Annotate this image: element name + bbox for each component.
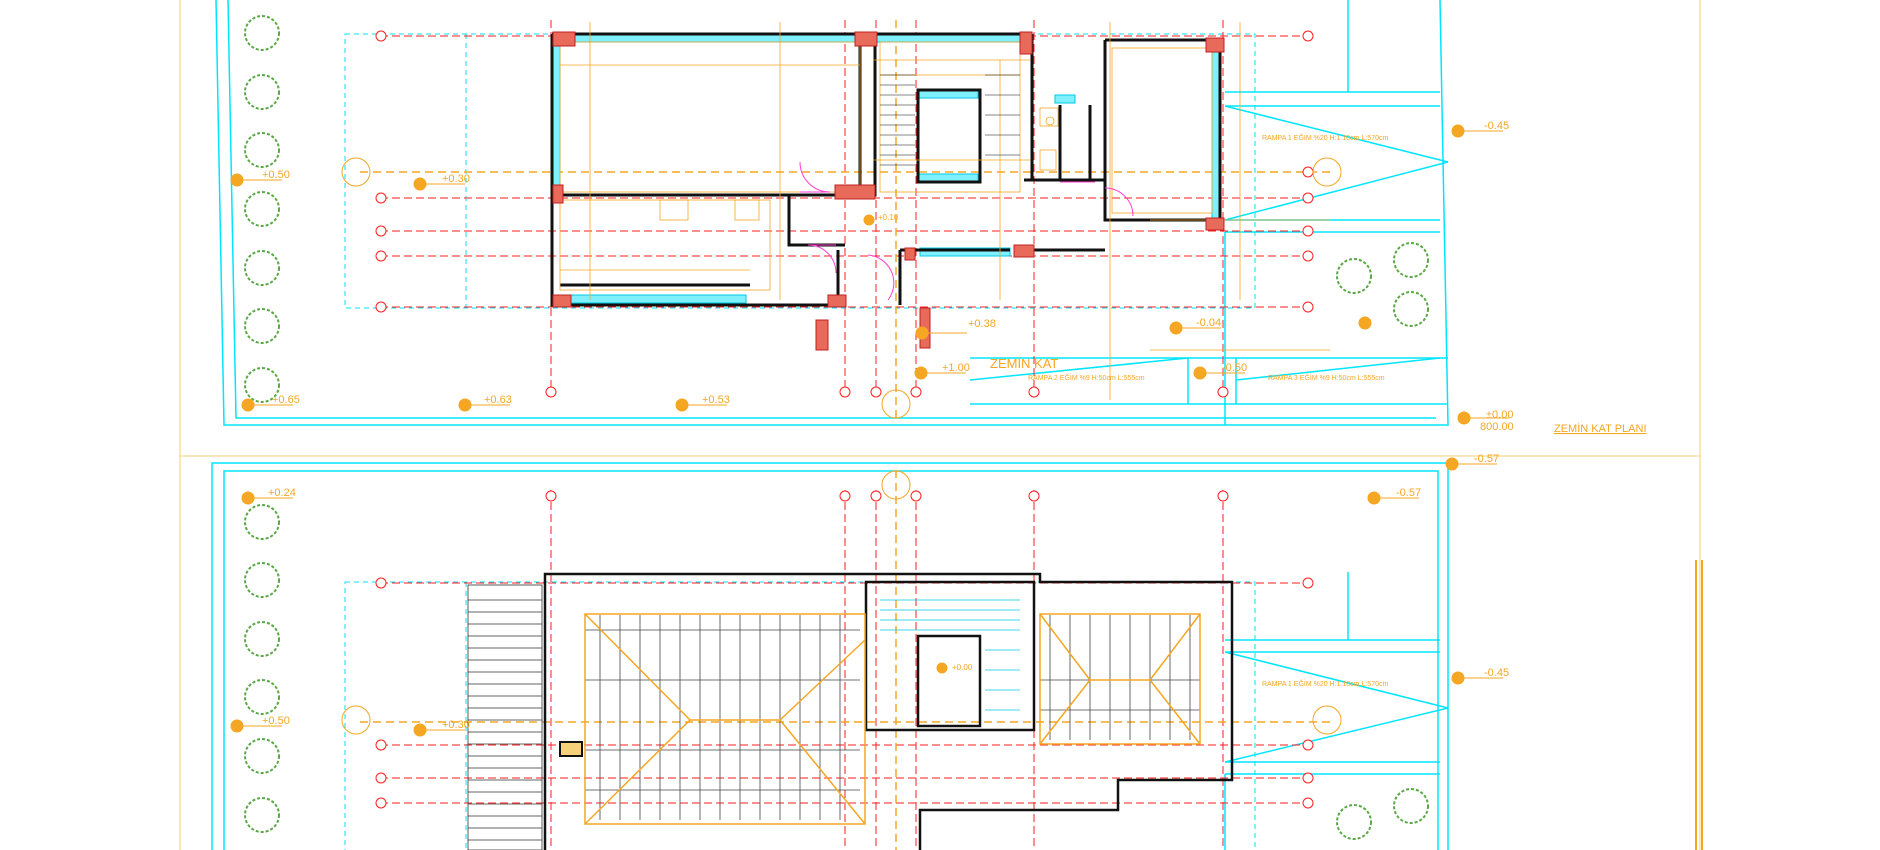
ramp-label-1: RAMPA 1 EĞİM %20 H:1.10cm L:570cm [1262,133,1388,142]
elev-upper-5: +0.30 [442,719,470,731]
elev-upper-0: -0.57 [1474,453,1499,465]
center-axis [360,20,1330,420]
furniture [659,107,1059,221]
elev-upper-2: -0.57 [1396,487,1421,499]
axis-bubbles [375,30,1314,398]
elev-ground-12: +0.10 [878,213,899,222]
trees-upper [244,504,1429,840]
ground-floor-plan-label: ZEMİN KAT PLANI [1554,422,1647,435]
elev-upper-6: +0.00 [952,663,973,672]
ground-floor-title: ZEMİN KAT [990,356,1058,371]
axis-bubbles-upper [375,490,1314,809]
elev-ground-4: +0.63 [484,394,512,406]
door-swings [799,161,1134,301]
elev-ground-10: ±0.00 [1486,409,1513,421]
grid-axes [380,20,1308,390]
elev-ground-9: -0.50 [1222,362,1247,374]
elev-ground-6: +0.38 [968,318,996,330]
roof-outline [543,572,1234,850]
elev-ground-0: +0.50 [262,169,290,181]
setback-line [344,33,1256,309]
stair-core [880,599,1020,711]
ground-floor-labels: ZEMİN KAT ZEMİN KAT PLANI RAMPA 1 EĞİM %… [262,120,1647,435]
elev-ground-8: -0.04 [1196,317,1221,329]
elev-upper-1: +0.24 [268,487,296,499]
windows [551,33,1221,304]
roof-rafters [585,615,1200,820]
elev-ground-1: +0.30 [442,173,470,185]
setback-line-upper [344,581,1256,850]
terrace-hatch [467,584,543,850]
right-edge-marks [1695,560,1703,850]
ramp-label-upper: RAMPA 1 EĞİM %20 H:1.10cm L:570cm [1262,679,1388,688]
elev-upper-4: +0.50 [262,715,290,727]
elevation-markers [230,124,1509,425]
center-axis-upper [360,470,1330,850]
ramp-label-3: RAMPA 3 EĞİM %9 H:50cm L:555cm [1268,373,1385,382]
elev-ground-2: -0.45 [1484,120,1509,132]
ramp-label-2: RAMPA 2 EĞİM %9 H:50cm L:555cm [1028,373,1145,382]
elev-ground-3: +0.65 [272,394,300,406]
trees [244,15,1429,403]
site-boundary [215,0,1449,426]
chimney [559,741,583,757]
elevation-markers-upper [230,457,1503,737]
roof-plan: RAMPA 1 EĞİM %20 H:1.10cm L:570cm -0.57 … [211,453,1509,850]
sheet-frame [179,0,1701,850]
grid-axes-upper [380,490,1308,850]
elev-ground-7: +1.00 [942,362,970,374]
stair [880,74,1020,166]
elev-ground-11: 800.00 [1480,421,1514,433]
elev-upper-3: -0.45 [1484,667,1509,679]
ground-floor-plan: ZEMİN KAT ZEMİN KAT PLANI RAMPA 1 EĞİM %… [215,0,1647,435]
roof-plan-labels: RAMPA 1 EĞİM %20 H:1.10cm L:570cm -0.57 … [262,453,1509,731]
roof-hips [584,613,1201,825]
interior-dims [559,22,1330,400]
elev-ground-5: +0.53 [702,394,730,406]
site-boundary-upper [211,462,1449,850]
